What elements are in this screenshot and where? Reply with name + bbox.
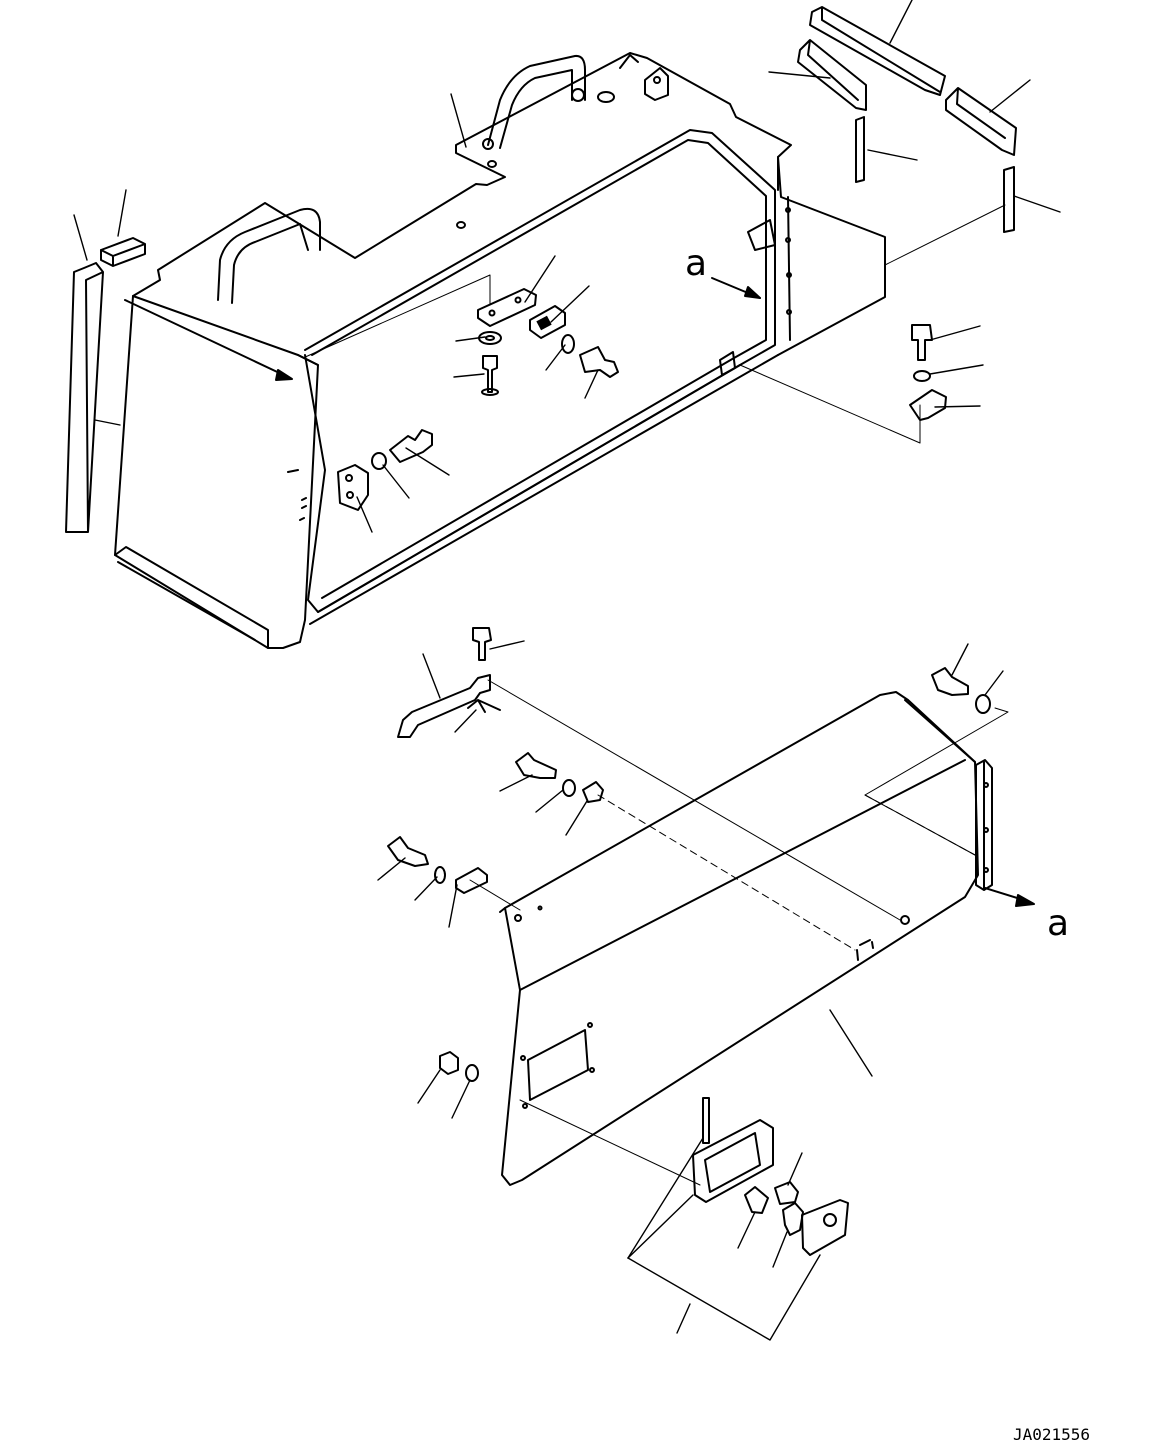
grab-handle-left: [218, 209, 320, 303]
clip-lower-1: [583, 782, 603, 802]
small-bracket-lower: [720, 352, 735, 375]
handle-mount: [572, 89, 584, 101]
lock-plate-hole: [824, 1214, 836, 1226]
grab-handle-right: [488, 56, 585, 148]
front-face-marks: [288, 470, 306, 520]
door-panel-edge: [500, 908, 505, 912]
bolt-right: [912, 325, 932, 360]
wall-hole: [786, 208, 790, 212]
door-panel-outline: [502, 692, 978, 1185]
long-vertical-strip: [66, 263, 103, 532]
bolt-lower-left-1: [516, 753, 556, 778]
leader-lines-lower: [378, 641, 1003, 1340]
washer-right: [914, 371, 930, 381]
right-strip: [946, 88, 1016, 155]
washer-lower-2: [435, 867, 445, 883]
upper-cover-front-inner-edge: [298, 355, 318, 365]
wall-hole: [786, 238, 790, 242]
bolt-front: [390, 430, 432, 462]
bolt-lower-vertical: [473, 628, 491, 660]
washer-upper-right-lower: [976, 695, 990, 713]
latch-rod: [398, 675, 490, 737]
lower-small-parts: [388, 628, 990, 1255]
washer-front: [372, 453, 386, 469]
door-panel-fold: [520, 700, 975, 990]
bolt-upper-diagonal: [580, 347, 618, 377]
upper-cover-top-outline: [133, 53, 885, 355]
wall-hole: [787, 310, 791, 314]
front-arrow-head: [276, 370, 292, 380]
spring-pin: [468, 700, 500, 712]
small-block-strip: [101, 238, 145, 266]
top-hole: [598, 92, 614, 102]
latch-block: [530, 306, 565, 338]
washer-lower-1: [563, 780, 575, 796]
top-hole: [457, 222, 465, 228]
leader-lines-upper: [74, 0, 1060, 532]
bracket-right: [910, 390, 946, 420]
lower-door-assembly: a: [500, 692, 1069, 1185]
bolt-upper-right-lower: [932, 668, 968, 695]
top-strip-long: [810, 7, 945, 95]
bracket-front: [338, 465, 368, 510]
upper-small-parts: [338, 289, 946, 510]
view-ref-label-bottom: a: [1047, 903, 1069, 944]
lock-cylinder: [775, 1182, 798, 1204]
upper-cover-opening-inner: [312, 140, 766, 598]
reference-lines-upper: [303, 205, 1005, 443]
view-arrow-head-bottom: [1016, 895, 1034, 906]
handle-mount: [483, 139, 493, 149]
pin-vertical: [703, 1098, 709, 1143]
vertical-strip-small: [856, 117, 864, 182]
reference-lines-lower: [470, 680, 1008, 1185]
washer-upper-1: [479, 332, 501, 344]
drawing-code: JA021556: [1013, 1425, 1090, 1444]
upper-cover-opening-frame: [305, 130, 775, 612]
washer-lower-3: [466, 1065, 478, 1081]
upper-cover-base-strip: [115, 547, 268, 648]
upper-cover-bottom-rail: [310, 355, 778, 624]
top-strip-short: [798, 40, 866, 110]
bolt-lower-left-2: [388, 837, 428, 866]
latch-handle-housing: [693, 1120, 773, 1202]
hinge-plate: [478, 289, 536, 326]
spring-clip: [783, 1203, 803, 1235]
front-arrow: [125, 300, 290, 378]
view-ref-label-top: a: [685, 243, 707, 284]
view-arrow-head-top: [745, 287, 760, 298]
upper-cover-right-wall: [778, 157, 790, 340]
small-bracket-right: [748, 220, 775, 250]
seal-strips: [66, 7, 1016, 532]
bolt-upper-vertical: [483, 356, 497, 392]
washer-upper-2: [562, 335, 574, 353]
nut-lower: [440, 1052, 458, 1074]
wall-hole: [787, 273, 791, 277]
top-hole: [488, 161, 496, 167]
vertical-strip-right: [1004, 167, 1014, 232]
top-hinge-bracket: [620, 55, 668, 100]
door-inspection-window: [528, 1030, 588, 1100]
hinge-hole: [654, 77, 660, 83]
latch-lever: [745, 1187, 768, 1213]
upper-cover-assembly: a: [115, 53, 885, 648]
lock-plate: [802, 1200, 848, 1255]
